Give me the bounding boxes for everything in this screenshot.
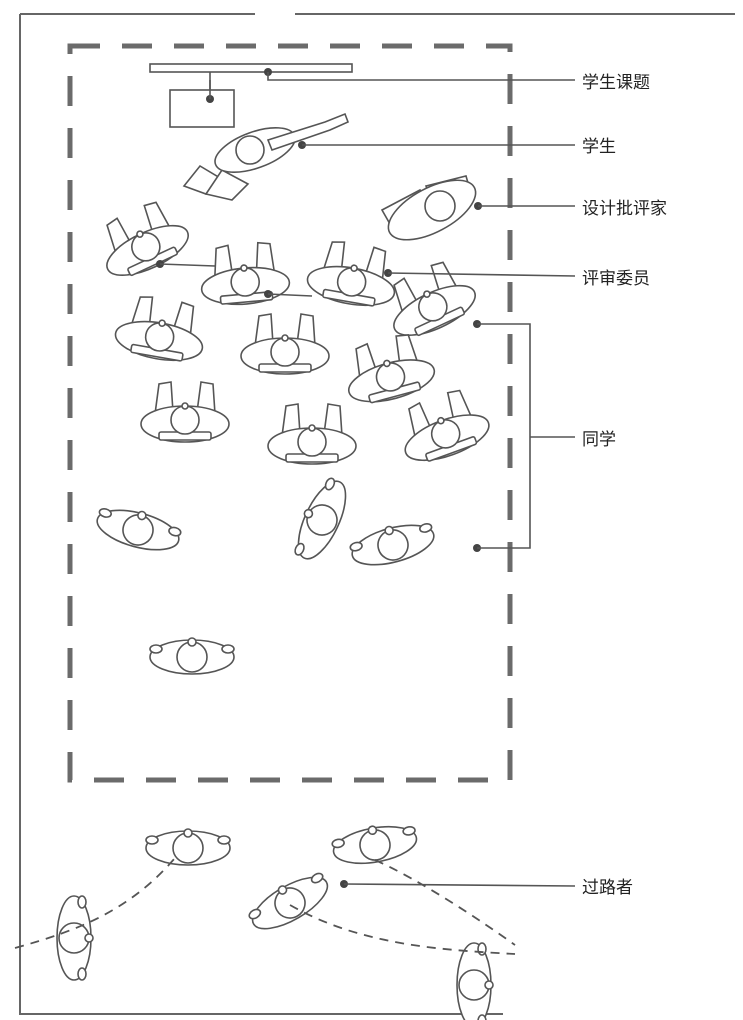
label-passersby: 过路者	[582, 878, 633, 898]
label-design-critic: 设计批评家	[582, 199, 667, 219]
seated-figure	[347, 334, 436, 404]
seated-figure	[140, 381, 230, 443]
passerby	[56, 895, 94, 981]
passerby	[248, 872, 329, 930]
seated-figure	[200, 241, 291, 306]
design-critic	[380, 175, 477, 241]
room-outline	[19, 13, 735, 1015]
seated-figure	[240, 313, 330, 375]
seated-figure	[267, 403, 357, 465]
seated-figure	[306, 241, 396, 307]
classmate-standing	[294, 477, 347, 560]
pinup-board	[149, 63, 353, 128]
standing-figures	[56, 477, 494, 1020]
label-student-topic: 学生课题	[582, 73, 650, 93]
leader-lines	[156, 68, 576, 888]
label-student: 学生	[582, 137, 616, 157]
seated-figure	[114, 296, 204, 362]
passerby-paths	[14, 857, 516, 955]
classmate-standing	[149, 637, 235, 675]
student-presenter	[182, 112, 350, 201]
seated-figure	[404, 389, 490, 462]
passerby	[331, 825, 418, 865]
seated-figures	[106, 201, 490, 465]
label-jury: 评审委员	[582, 269, 650, 289]
classmate-standing	[96, 507, 182, 551]
review-area-boundary	[67, 43, 513, 783]
seated-figure	[393, 261, 476, 337]
passerby	[145, 828, 231, 866]
classmate-standing	[349, 522, 435, 566]
passerby	[456, 942, 494, 1020]
label-classmates: 同学	[582, 430, 616, 450]
seated-figure	[106, 201, 189, 277]
